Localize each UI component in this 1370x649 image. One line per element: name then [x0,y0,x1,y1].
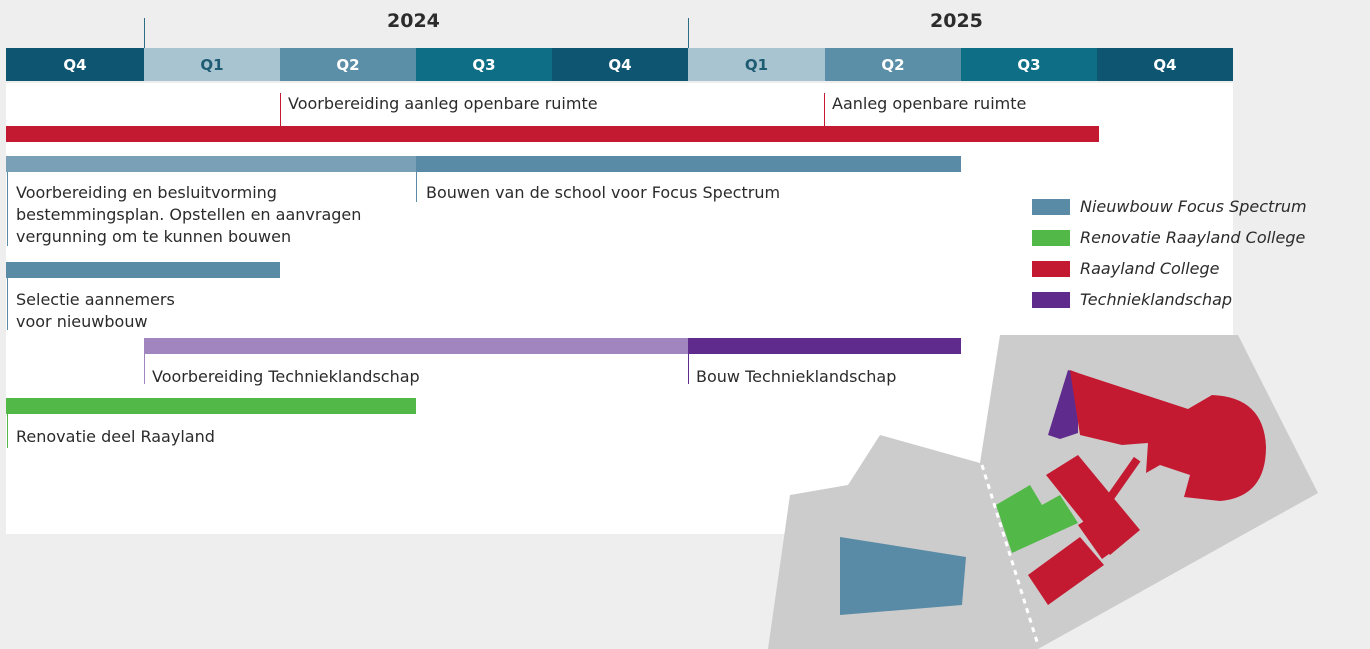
raayland-wing-link [1078,511,1124,559]
quarter-q1-2025: Q1 [688,48,825,81]
legend-swatch [1032,260,1070,277]
legend-label: Technieklandschap [1080,290,1233,309]
raayland-build-marker [824,93,825,126]
quarter-q4-2025: Q4 [1097,48,1233,81]
site-map [768,335,1318,649]
focus-prep-bar [6,156,416,172]
legend-swatch [1032,198,1070,215]
focus-build-marker [416,172,417,202]
legend-label: Nieuwbouw Focus Spectrum [1080,197,1307,216]
site-boundary-dashed [980,464,1040,646]
contractors-bar [6,262,280,278]
raayland-college-building [1070,370,1266,501]
techniek-build-bar [688,338,961,354]
focus-spectrum-building [840,537,966,615]
legend-label: Raayland College [1080,259,1220,278]
legend-item-techniek: Technieklandschap [1032,284,1307,315]
raayland-prep-label: Voorbereiding aanleg openbare ruimte [288,94,598,113]
quarter-q2-2024: Q2 [280,48,416,81]
raayland-prep-marker [280,93,281,141]
site-plot-west [768,435,1038,649]
quarter-q2-2025: Q2 [825,48,961,81]
contractors-label-line: Selectie aannemers [16,290,175,309]
legend: Nieuwbouw Focus Spectrum Renovatie Raayl… [1032,191,1307,315]
renovation-label: Renovatie deel Raayland [16,427,215,446]
focus-prep-label: Voorbereiding en besluitvorming bestemmi… [16,182,361,248]
techniek-build-marker [688,354,689,384]
contractors-marker [7,278,8,330]
techniek-prep-label: Voorbereiding Technieklandschap [152,367,420,386]
renovation-marker [7,414,8,448]
raayland-build-label: Aanleg openbare ruimte [832,94,1027,113]
techniek-build-label: Bouw Technieklandschap [696,367,897,386]
legend-label: Renovatie Raayland College [1080,228,1306,247]
contractors-label-line: voor nieuwbouw [16,312,148,331]
raayland-public-space-bar [6,126,1099,142]
technieklandschap-building [1048,370,1078,439]
year-label-2024: 2024 [387,10,440,32]
focus-prep-label-line: bestemmingsplan. Opstellen en aanvragen [16,205,362,224]
quarter-q1-2024: Q1 [144,48,280,81]
raayland-connector [1107,456,1141,500]
left-margin-background [0,83,6,534]
techniek-prep-bar [144,338,688,354]
legend-item-focus: Nieuwbouw Focus Spectrum [1032,191,1307,222]
contractors-label: Selectie aannemers voor nieuwbouw [16,289,175,333]
year-divider-2025 [688,18,689,53]
legend-swatch [1032,229,1070,246]
raayland-wing-south [1028,537,1104,605]
legend-item-renovation: Renovatie Raayland College [1032,222,1307,253]
legend-item-raayland: Raayland College [1032,253,1307,284]
year-divider-2024 [144,18,145,53]
renovation-building [996,485,1078,553]
focus-prep-label-line: Voorbereiding en besluitvorming [16,183,277,202]
focus-prep-marker [7,172,8,246]
year-label-2025: 2025 [930,10,983,32]
legend-swatch [1032,291,1070,308]
quarter-q3-2024: Q3 [416,48,552,81]
focus-build-label: Bouwen van de school voor Focus Spectrum [426,183,781,202]
focus-build-bar [416,156,961,172]
quarter-q3-2025: Q3 [961,48,1097,81]
raayland-wing-north [1046,455,1140,555]
quarter-q4-2024: Q4 [552,48,688,81]
focus-prep-label-line: vergunning om te kunnen bouwen [16,227,292,246]
renovation-bar [6,398,416,414]
techniek-prep-marker [144,354,145,384]
quarter-q4-2023: Q4 [6,48,144,81]
